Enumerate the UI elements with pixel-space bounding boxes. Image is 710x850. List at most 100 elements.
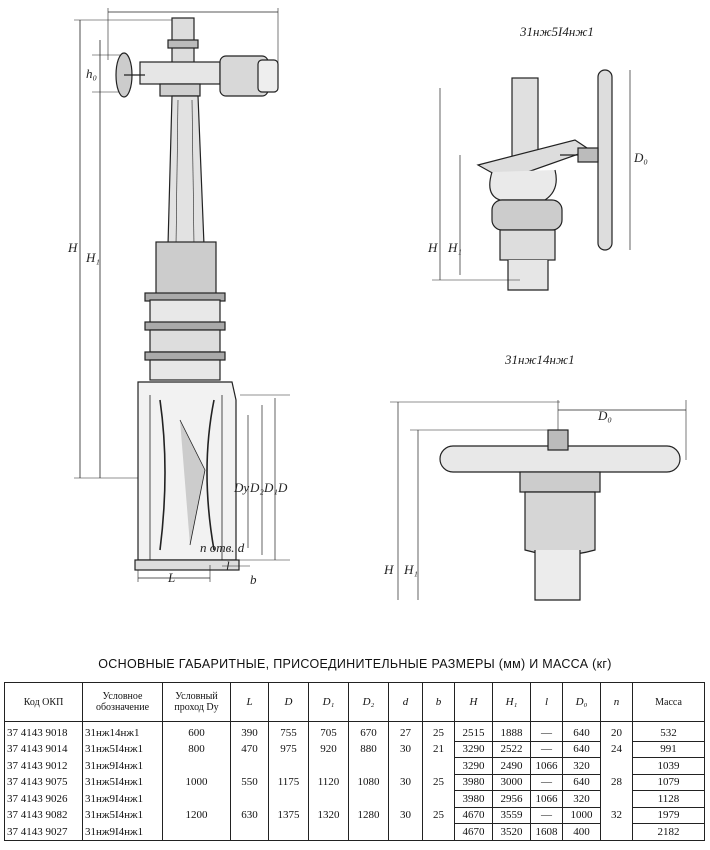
cell-D2 xyxy=(348,823,389,841)
table-header-row: Код ОКП Условное обозначение Условный пр… xyxy=(4,682,705,722)
cell-code: 37 4143 9075 xyxy=(4,774,83,791)
cell-D1 xyxy=(308,757,349,774)
cell-D2 xyxy=(348,757,389,774)
col-designation: Условное обозначение xyxy=(82,682,163,722)
cell-b xyxy=(422,790,455,807)
col-D1: D₁ xyxy=(308,682,349,722)
cell-L: 390 xyxy=(230,721,269,741)
col-mass: Масса xyxy=(632,682,705,722)
cell-D xyxy=(268,823,309,841)
cell-D2: 1280 xyxy=(348,807,389,824)
variant-a-label: 31нж5І4нж1 xyxy=(520,24,594,39)
dim-H-label: H xyxy=(68,240,78,255)
cell-bore: 1200 xyxy=(162,807,231,824)
col-D2: D₂ xyxy=(348,682,389,722)
col-bore: Условный проход Dу xyxy=(162,682,231,722)
cell-n: 32 xyxy=(600,807,633,824)
cell-n xyxy=(600,757,633,774)
valve-drawing xyxy=(74,8,687,601)
dim-D-label: D xyxy=(278,480,288,495)
cell-D0: 320 xyxy=(562,757,601,774)
cell-mass: 1079 xyxy=(632,773,705,791)
dim-b-label: b xyxy=(250,572,257,587)
cell-H1: 2522 xyxy=(492,740,531,758)
cell-bore xyxy=(162,823,231,841)
cell-D0: 320 xyxy=(562,790,601,807)
cell-H: 3290 xyxy=(454,757,493,774)
cell-H: 3290 xyxy=(454,740,493,758)
table-caption: ОСНОВНЫЕ ГАБАРИТНЫЕ, ПРИСОЕДИНИТЕЛЬНЫЕ Р… xyxy=(98,657,612,671)
cell-D1: 1120 xyxy=(308,774,349,791)
cell-designation: 31нж14нж1 xyxy=(82,721,163,741)
cell-b: 21 xyxy=(422,741,455,758)
cell-l: — xyxy=(530,773,563,791)
cell-n: 24 xyxy=(600,741,633,758)
cell-D: 1175 xyxy=(268,774,309,791)
cell-l: 1066 xyxy=(530,757,563,774)
cell-mass: 1039 xyxy=(632,757,705,774)
cell-code: 37 4143 9026 xyxy=(4,790,83,807)
col-H1: H₁ xyxy=(492,682,531,722)
cell-code: 37 4143 9027 xyxy=(4,823,83,841)
cell-d xyxy=(388,757,423,774)
dim-l-label: l xyxy=(226,558,230,573)
cell-designation: 31нж5І4нж1 xyxy=(82,774,163,791)
cell-l: — xyxy=(530,721,563,741)
bolts-label: n отв. d xyxy=(200,540,245,555)
table-body: 37 4143 9018 31нж14нж1 600 390 755 705 6… xyxy=(4,721,705,841)
cell-l: — xyxy=(530,806,563,824)
cell-d xyxy=(388,790,423,807)
cell-D: 1375 xyxy=(268,807,309,824)
table-row: 37 4143 9027 31нж9І4нж1 4670 3520 1608 4… xyxy=(4,823,705,841)
cell-D2: 670 xyxy=(348,721,389,741)
dim-Dy-label: Dy xyxy=(234,480,250,495)
col-l: l xyxy=(530,682,563,722)
cell-L: 630 xyxy=(230,807,269,824)
cell-L: 470 xyxy=(230,741,269,758)
variant-b-H1-label: H₁ xyxy=(404,562,418,577)
cell-H1: 2490 xyxy=(492,757,531,774)
dim-D1-label: D₁ xyxy=(264,480,278,495)
dim-H1-label: H₁ xyxy=(86,250,100,265)
cell-n: 20 xyxy=(600,721,633,741)
cell-b: 25 xyxy=(422,807,455,824)
dim-D2-label: D₂ xyxy=(250,480,264,495)
cell-mass: 2182 xyxy=(632,823,705,841)
cell-d: 27 xyxy=(388,721,423,741)
cell-designation: 31нж9І4нж1 xyxy=(82,823,163,841)
cell-D: 975 xyxy=(268,741,309,758)
cell-D1 xyxy=(308,823,349,841)
cell-D2: 880 xyxy=(348,741,389,758)
cell-bore: 600 xyxy=(162,721,231,741)
cell-D1 xyxy=(308,790,349,807)
table-row: 37 4143 9026 31нж9І4нж1 3980 2956 1066 3… xyxy=(4,790,705,807)
col-D0: D₀ xyxy=(562,682,601,722)
cell-n xyxy=(600,823,633,841)
cell-mass: 532 xyxy=(632,721,705,741)
cell-D1: 920 xyxy=(308,741,349,758)
cell-l: 1066 xyxy=(530,790,563,807)
variant-b-H-label: H xyxy=(384,562,394,577)
dim-h0-label: h₀ xyxy=(86,66,98,81)
cell-bore: 1000 xyxy=(162,774,231,791)
col-n: n xyxy=(600,682,633,722)
cell-D: 755 xyxy=(268,721,309,741)
cell-H: 4670 xyxy=(454,823,493,841)
cell-L xyxy=(230,790,269,807)
cell-mass: 991 xyxy=(632,740,705,758)
cell-d xyxy=(388,823,423,841)
cell-D1: 705 xyxy=(308,721,349,741)
cell-mass: 1128 xyxy=(632,790,705,807)
cell-code: 37 4143 9082 xyxy=(4,807,83,824)
cell-b xyxy=(422,757,455,774)
cell-D0: 1000 xyxy=(562,806,601,824)
cell-designation: 31нж9І4нж1 xyxy=(82,790,163,807)
cell-D0: 640 xyxy=(562,721,601,741)
cell-l: — xyxy=(530,740,563,758)
variant-a-H-label: H xyxy=(428,240,438,255)
cell-mass: 1979 xyxy=(632,806,705,824)
cell-d: 30 xyxy=(388,807,423,824)
cell-L: 550 xyxy=(230,774,269,791)
cell-H: 4670 xyxy=(454,806,493,824)
cell-designation: 31нж5І4нж1 xyxy=(82,807,163,824)
